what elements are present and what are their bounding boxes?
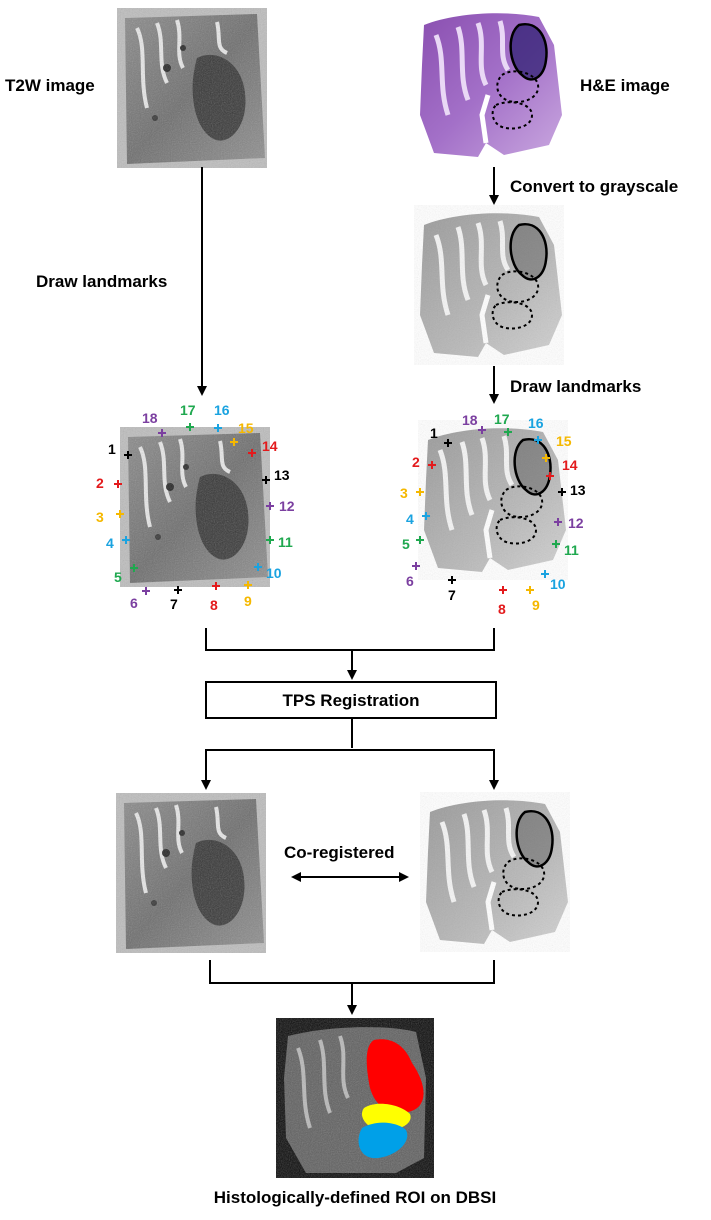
landmark-label-right-6: 6 [406,573,414,589]
landmark-marker-right-3 [416,488,424,496]
landmark-marker-left-11 [266,536,274,544]
landmark-label-right-13: 13 [570,482,586,498]
landmark-marker-right-10 [541,570,549,578]
caption: Histologically-defined ROI on DBSI [214,1188,496,1207]
landmark-label-right-1: 1 [430,425,438,441]
landmark-marker-right-9 [526,586,534,594]
landmark-label-right-18: 18 [462,412,478,428]
landmark-marker-left-14 [248,449,256,457]
t2w-image [117,8,267,168]
landmark-label-left-15: 15 [238,420,254,436]
coregistered-t2w-image [116,793,266,953]
landmark-label-left-12: 12 [279,498,295,514]
landmark-marker-right-7 [448,576,456,584]
coregistered-label: Co-registered [284,843,395,862]
landmark-label-left-3: 3 [96,509,104,525]
draw-landmarks-right-label: Draw landmarks [510,377,641,396]
landmark-label-left-10: 10 [266,565,282,581]
landmark-label-left-11: 11 [278,534,293,550]
landmark-marker-left-18 [158,429,166,437]
split-connector [205,749,495,752]
landmark-marker-right-6 [412,562,420,570]
landmark-marker-left-2 [114,480,122,488]
landmark-label-right-11: 11 [564,542,579,558]
landmark-marker-right-1 [444,439,452,447]
t2w-landmark-image [120,427,270,587]
landmark-label-left-9: 9 [244,593,252,609]
gray-landmark-image [418,420,568,580]
convert-label: Convert to grayscale [510,177,678,196]
landmark-marker-right-16 [534,436,542,444]
landmark-marker-left-16 [214,424,222,432]
landmark-marker-right-2 [428,461,436,469]
landmark-label-right-12: 12 [568,515,584,531]
landmark-label-right-15: 15 [556,433,572,449]
landmark-label-left-18: 18 [142,410,158,426]
landmark-marker-right-15 [542,454,550,462]
roi-red-region [366,1039,424,1114]
landmark-label-right-2: 2 [412,454,420,470]
landmark-marker-right-17 [504,428,512,436]
coregistered-histology-image [420,792,570,952]
landmark-label-left-14: 14 [262,438,278,454]
landmark-marker-right-14 [546,472,554,480]
landmark-label-right-4: 4 [406,511,414,527]
landmark-label-left-5: 5 [114,569,122,585]
tps-label: TPS Registration [283,691,420,710]
landmark-label-left-8: 8 [210,597,218,613]
landmark-label-left-7: 7 [170,596,178,612]
merge-connector-top [205,628,495,651]
landmark-label-left-2: 2 [96,475,104,491]
landmark-marker-right-13 [558,488,566,496]
landmark-marker-right-4 [422,512,430,520]
landmark-label-right-10: 10 [550,576,566,592]
landmark-marker-left-8 [212,582,220,590]
tps-box [205,681,497,719]
draw-landmarks-left-label: Draw landmarks [36,272,167,291]
landmark-label-right-7: 7 [448,587,456,603]
landmark-marker-right-11 [552,540,560,548]
landmark-label-right-14: 14 [562,457,578,473]
landmark-marker-left-9 [244,581,252,589]
grayscale-image [414,205,564,365]
landmark-marker-left-1 [124,451,132,459]
merge-connector-bottom [209,960,495,984]
landmark-label-right-9: 9 [532,597,540,613]
landmark-marker-right-8 [499,586,507,594]
landmark-label-left-16: 16 [214,402,230,418]
t2w-label: T2W image [5,76,95,95]
landmark-label-left-1: 1 [108,441,116,457]
landmark-marker-right-18 [478,426,486,434]
landmark-marker-left-5 [130,564,138,572]
landmark-marker-left-15 [230,438,238,446]
landmark-label-left-6: 6 [130,595,138,611]
landmark-marker-left-3 [116,510,124,518]
landmark-label-right-16: 16 [528,415,544,431]
landmark-label-right-3: 3 [400,485,408,501]
landmark-marker-left-10 [254,563,262,571]
dbsi-roi-image [276,1018,434,1178]
landmark-label-right-8: 8 [498,601,506,617]
landmark-label-left-17: 17 [180,402,196,418]
roi-blue-region [358,1122,408,1159]
landmark-marker-left-6 [142,587,150,595]
landmark-marker-left-4 [122,536,130,544]
landmark-label-left-4: 4 [106,535,114,551]
he-label: H&E image [580,76,670,95]
landmark-label-left-13: 13 [274,467,290,483]
landmark-label-right-17: 17 [494,411,510,427]
he-image [420,13,562,157]
landmark-marker-right-12 [554,518,562,526]
landmark-marker-left-12 [266,502,274,510]
landmark-marker-left-13 [262,476,270,484]
landmark-marker-right-5 [416,536,424,544]
landmark-label-right-5: 5 [402,536,410,552]
landmark-marker-left-17 [186,423,194,431]
landmark-marker-left-7 [174,586,182,594]
